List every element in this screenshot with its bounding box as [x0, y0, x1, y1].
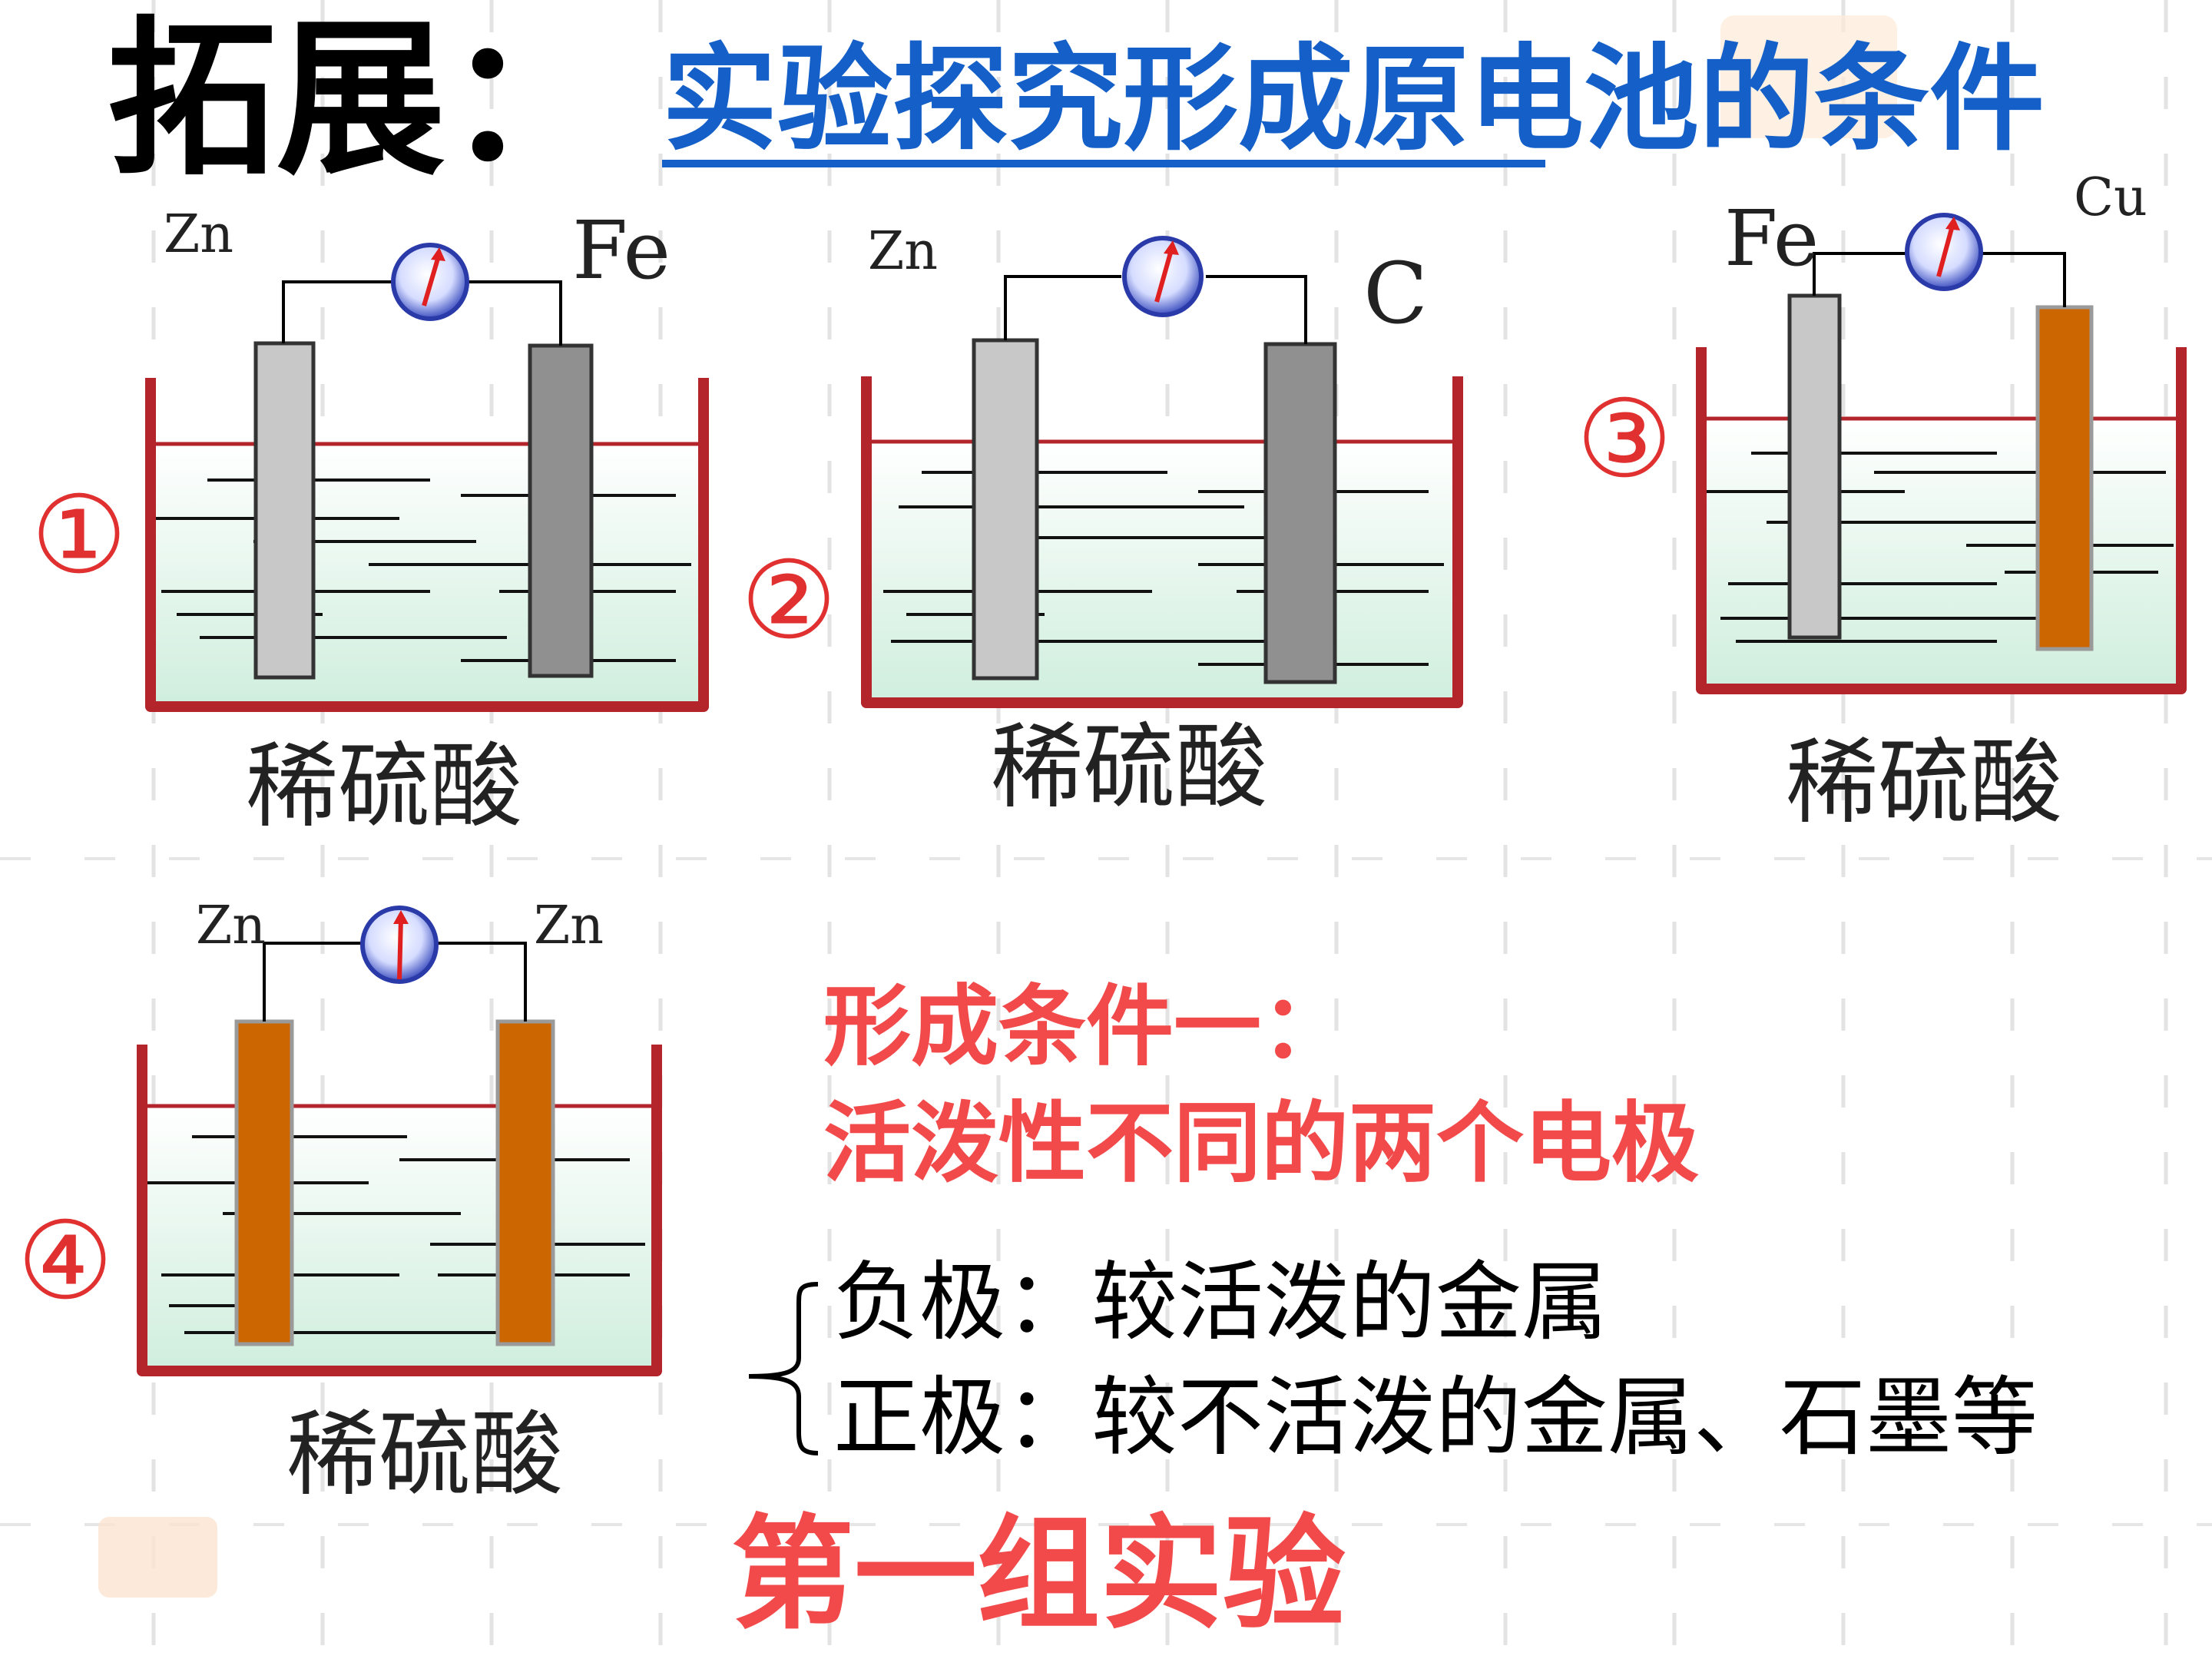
electrode-right	[2035, 305, 2094, 651]
condition-line-2: 活泼性不同的两个电极	[823, 1092, 1700, 1194]
right-label: Zn	[534, 896, 604, 956]
galvanometer-icon	[1905, 213, 1983, 291]
electrode-right	[1263, 342, 1337, 684]
electrode-right	[495, 1019, 555, 1346]
experiment-4: Zn Zn ④ 稀硫酸	[17, 896, 662, 1508]
electrode-right	[528, 343, 594, 678]
solution-label: 稀硫酸	[1786, 730, 2062, 836]
solution-label: 稀硫酸	[286, 1402, 563, 1508]
wire	[1813, 252, 1906, 296]
subtitle-underline	[662, 160, 1545, 167]
beaker	[1696, 347, 2187, 694]
wire	[1004, 275, 1121, 340]
page-subtitle: 实验探究形成原电池的条件	[662, 33, 2045, 167]
solution-label: 稀硫酸	[246, 733, 522, 840]
right-label: C	[1363, 244, 1428, 343]
experiment-2: Zn C ② 稀硫酸	[740, 221, 1463, 821]
electrode-left	[234, 1019, 294, 1346]
experiment-number: ②	[740, 538, 837, 664]
negative-pole-text: 负极：较活泼的金属	[833, 1253, 1608, 1353]
left-label: Zn	[164, 204, 233, 265]
left-label: Fe	[1724, 194, 1819, 283]
page-title: 拓展：	[108, 2, 615, 198]
left-label: Zn	[868, 221, 938, 282]
experiment-3: Fe Cu ③ 稀硫酸	[1576, 167, 2187, 836]
wire	[263, 942, 361, 1022]
experiment-number: ①	[31, 473, 127, 598]
solution-label: 稀硫酸	[991, 714, 1267, 821]
right-label: Cu	[2074, 167, 2147, 228]
seal-icon	[98, 1517, 217, 1598]
beaker	[861, 376, 1463, 708]
galvanometer-icon	[391, 243, 469, 321]
solution	[151, 444, 704, 707]
experiment-number: ③	[1576, 377, 1673, 502]
galvanometer-icon	[1122, 236, 1204, 317]
group-title: 第一组实验	[731, 1502, 1346, 1646]
electrode-left	[972, 338, 1039, 680]
solution	[866, 442, 1458, 703]
experiment-1: Zn Fe ① 稀硫酸	[31, 204, 709, 840]
galvanometer-icon	[360, 906, 439, 984]
electrode-left	[253, 341, 316, 680]
right-label: Fe	[572, 204, 671, 297]
electrode-left	[1787, 293, 1842, 640]
wire	[282, 280, 393, 343]
positive-pole-text: 正极：较不活泼的金属、石墨等	[833, 1368, 2038, 1468]
solution	[142, 1106, 657, 1371]
condition-line-1: 形成条件一：	[823, 975, 1349, 1078]
pole-brace	[748, 1282, 819, 1455]
beaker	[145, 378, 709, 712]
experiment-number: ④	[17, 1199, 114, 1324]
beaker	[137, 1045, 662, 1376]
left-label: Zn	[196, 896, 266, 956]
solution	[1701, 419, 2181, 689]
